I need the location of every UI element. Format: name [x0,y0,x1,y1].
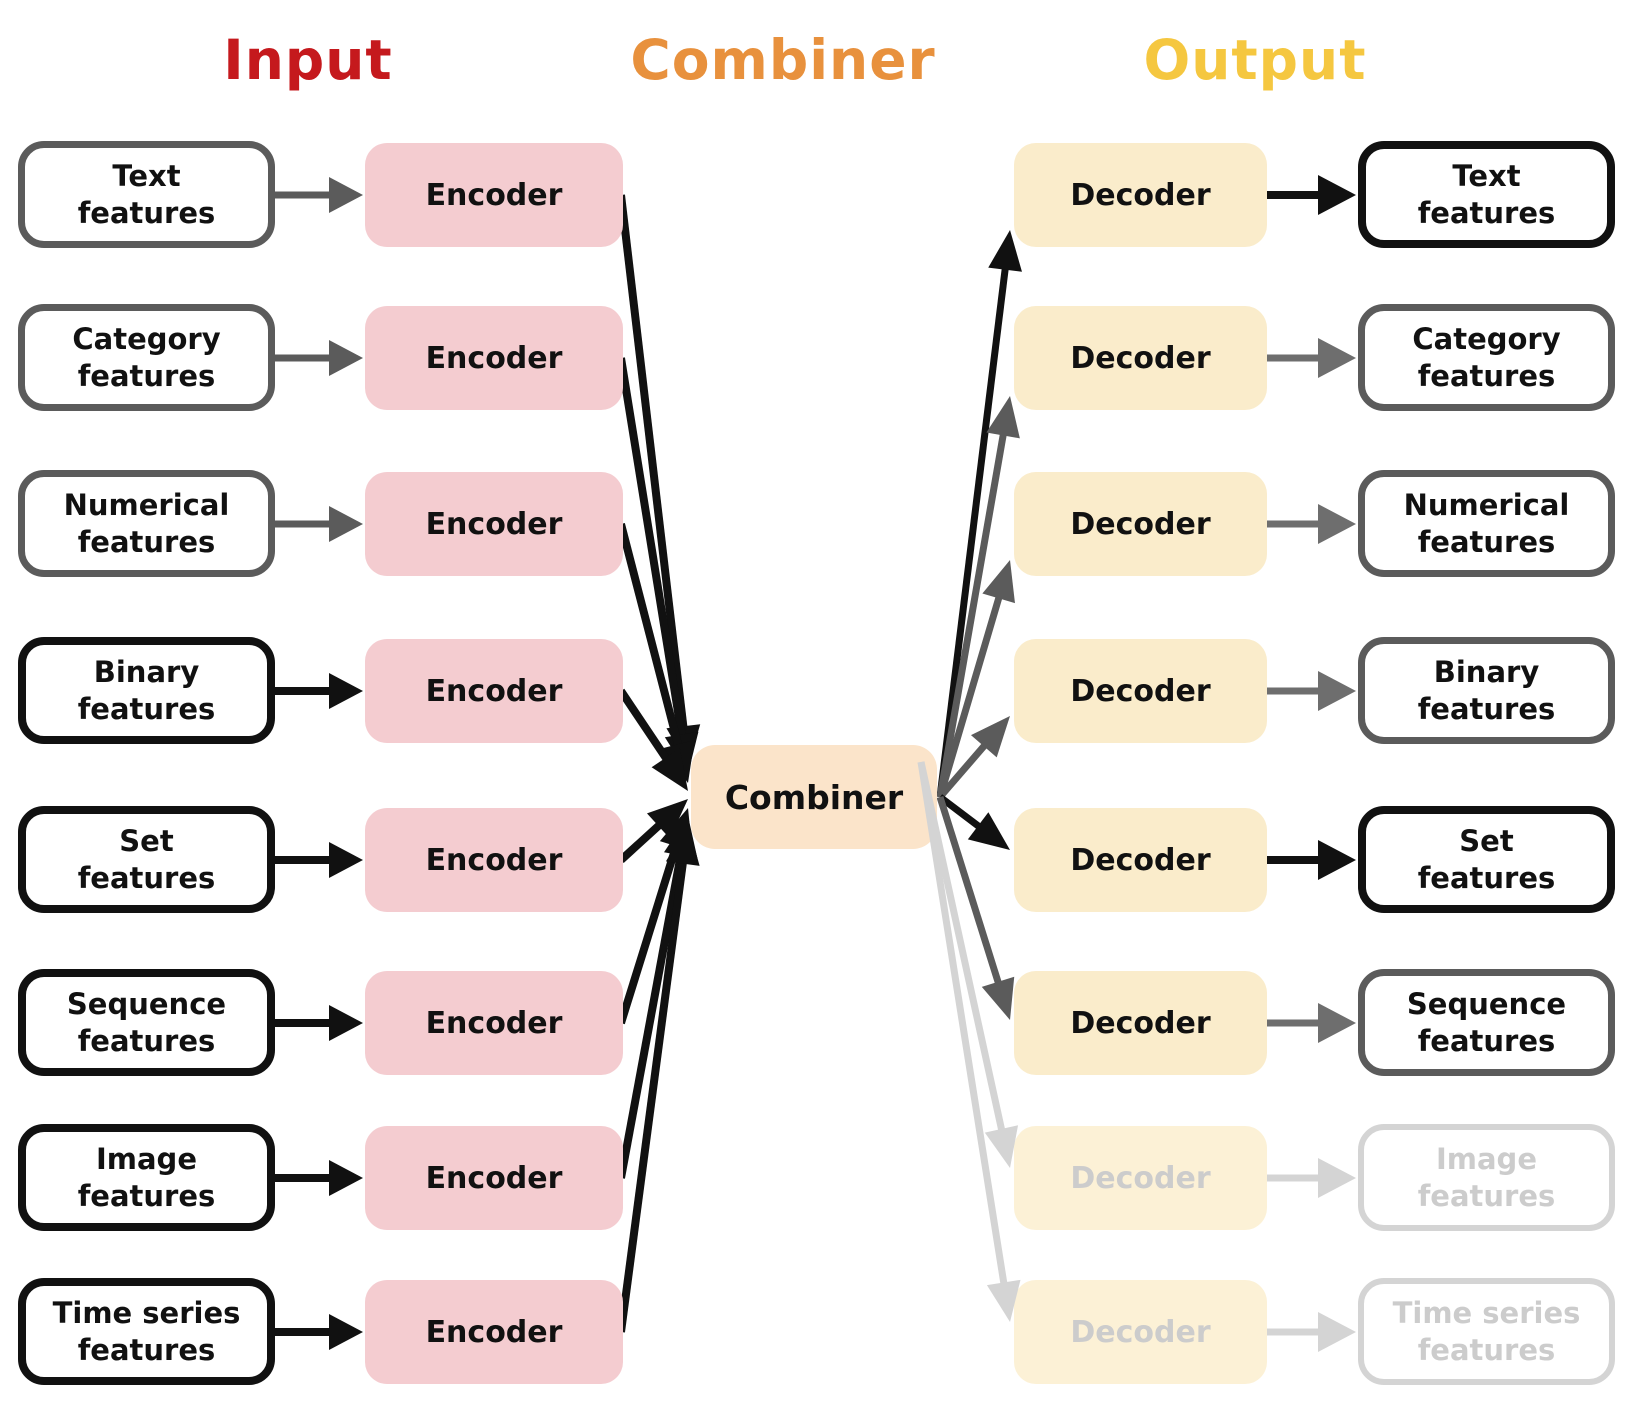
output-feature-label: Time series [1392,1295,1581,1330]
input-feature-label: features [77,195,216,230]
combiner-box: Combiner [691,745,937,849]
encoder-label: Encoder [425,1160,563,1196]
decoder-label: Decoder [1070,177,1211,213]
decoder-label: Decoder [1070,1314,1211,1350]
encoder-label: Encoder [425,1314,563,1350]
encoder-box: Encoder [365,143,623,247]
column-header-input: Input [223,28,393,92]
decoder-box: Decoder [1014,639,1267,743]
output-feature-label: features [1417,358,1556,393]
encoder-box: Encoder [365,971,623,1075]
output-feature-label: features [1417,1023,1556,1058]
input-feature-label: features [77,524,216,559]
decoder-box: Decoder [1014,808,1267,912]
encoder-box: Encoder [365,306,623,410]
decoder-label: Decoder [1070,506,1211,542]
input-feature-label: Numerical [63,487,230,522]
encoder-label: Encoder [425,340,563,376]
input-feature-label: features [77,1023,216,1058]
decoder-box: Decoder [1014,1126,1267,1230]
output-feature-label: Numerical [1403,487,1570,522]
encoder-box: Encoder [365,1126,623,1230]
decoder-label: Decoder [1070,1160,1211,1196]
output-feature-label: Binary [1433,654,1540,689]
output-feature-label: features [1417,1332,1556,1367]
output-feature-label: features [1417,524,1556,559]
input-feature-label: features [77,691,216,726]
output-feature-label: Text [1452,158,1521,193]
column-header-combiner: Combiner [630,28,936,92]
input-feature-label: Time series [52,1295,241,1330]
input-feature-label: Sequence [66,986,227,1021]
input-feature-label: Set [119,823,174,858]
decoder-box: Decoder [1014,971,1267,1075]
output-feature-label: Category [1412,321,1561,356]
encoder-label: Encoder [425,673,563,709]
input-feature-label: Text [112,158,181,193]
encoder-box: Encoder [365,472,623,576]
output-feature-label: Image [1435,1141,1537,1176]
output-feature-label: features [1417,860,1556,895]
output-feature-label: features [1417,195,1556,230]
decoder-box: Decoder [1014,1280,1267,1384]
decoder-label: Decoder [1070,842,1211,878]
input-feature-label: Binary [93,654,200,689]
input-feature-label: Image [95,1141,197,1176]
input-feature-label: features [77,860,216,895]
column-header-output: Output [1143,28,1367,92]
encoder-label: Encoder [425,842,563,878]
output-feature-label: Set [1459,823,1514,858]
decoder-box: Decoder [1014,472,1267,576]
decoder-box: Decoder [1014,306,1267,410]
input-feature-label: features [77,1178,216,1213]
encoder-label: Encoder [425,1005,563,1041]
encoder-box: Encoder [365,808,623,912]
decoder-label: Decoder [1070,1005,1211,1041]
output-feature-label: features [1417,691,1556,726]
encoder-box: Encoder [365,1280,623,1384]
decoder-label: Decoder [1070,340,1211,376]
decoder-box: Decoder [1014,143,1267,247]
encoder-label: Encoder [425,177,563,213]
decoder-label: Decoder [1070,673,1211,709]
input-feature-label: Category [72,321,221,356]
input-feature-label: features [77,358,216,393]
encoder-box: Encoder [365,639,623,743]
output-feature-label: Sequence [1406,986,1567,1021]
output-feature-label: features [1417,1178,1556,1213]
input-feature-label: features [77,1332,216,1367]
encoder-label: Encoder [425,506,563,542]
combiner-label: Combiner [724,777,904,817]
